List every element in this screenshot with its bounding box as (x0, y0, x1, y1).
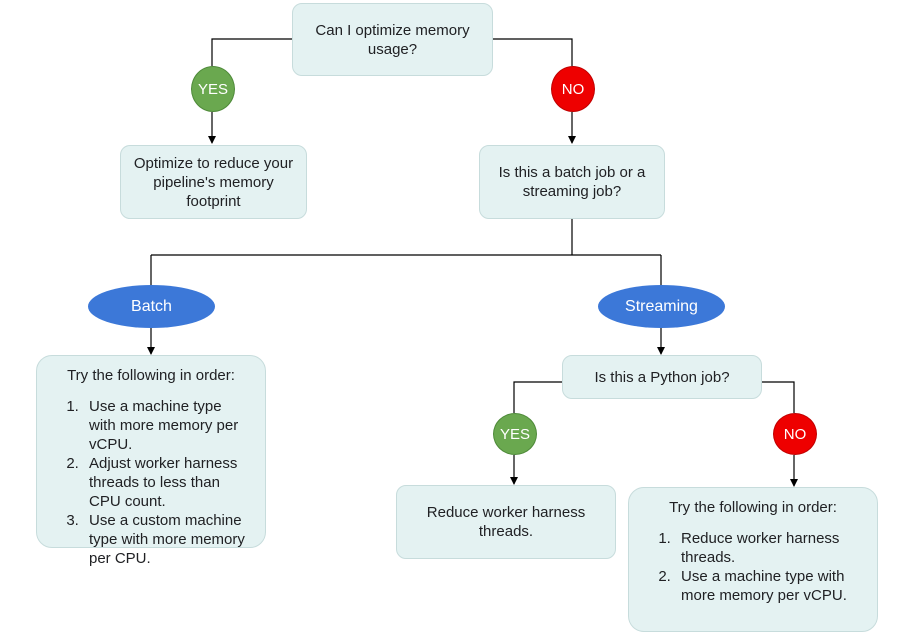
connector-split (150, 219, 662, 285)
python-no-steps-heading: Try the following in order: (669, 499, 837, 516)
python-yes-badge: YES (493, 413, 537, 455)
python-no-badge: NO (773, 413, 817, 455)
yes-badge: YES (191, 66, 235, 112)
connector-q-memory-yes (211, 38, 292, 66)
reduce-threads-box: Reduce worker harness threads. (396, 485, 616, 559)
no-badge: NO (551, 66, 595, 112)
list-item: Use a custom machine type with more memo… (83, 511, 249, 568)
python-no-steps-box: Try the following in order: Reduce worke… (628, 487, 878, 632)
list-item: Reduce worker harness threads. (675, 529, 861, 567)
connector-python-yes (513, 381, 562, 413)
list-item: Use a machine type with more memory per … (83, 397, 249, 454)
optimize-footprint-box: Optimize to reduce your pipeline's memor… (120, 145, 307, 219)
batch-steps-box: Try the following in order: Use a machin… (36, 355, 266, 567)
python-no-steps-list: Reduce worker harness threads. Use a mac… (645, 529, 861, 605)
connector-q-memory-no (493, 38, 573, 66)
streaming-oval: Streaming (598, 285, 725, 328)
question-python-job: Is this a Python job? (562, 355, 762, 399)
batch-steps-list: Use a machine type with more memory per … (53, 397, 249, 568)
list-item: Use a machine type with more memory per … (675, 567, 861, 605)
batch-oval: Batch (88, 285, 215, 328)
connector-python-no (762, 381, 795, 413)
question-batch-or-streaming: Is this a batch job or a streaming job? (479, 145, 665, 219)
batch-steps-heading: Try the following in order: (67, 367, 235, 384)
list-item: Adjust worker harness threads to less th… (83, 454, 249, 511)
question-optimize-memory: Can I optimize memory usage? (292, 3, 493, 76)
